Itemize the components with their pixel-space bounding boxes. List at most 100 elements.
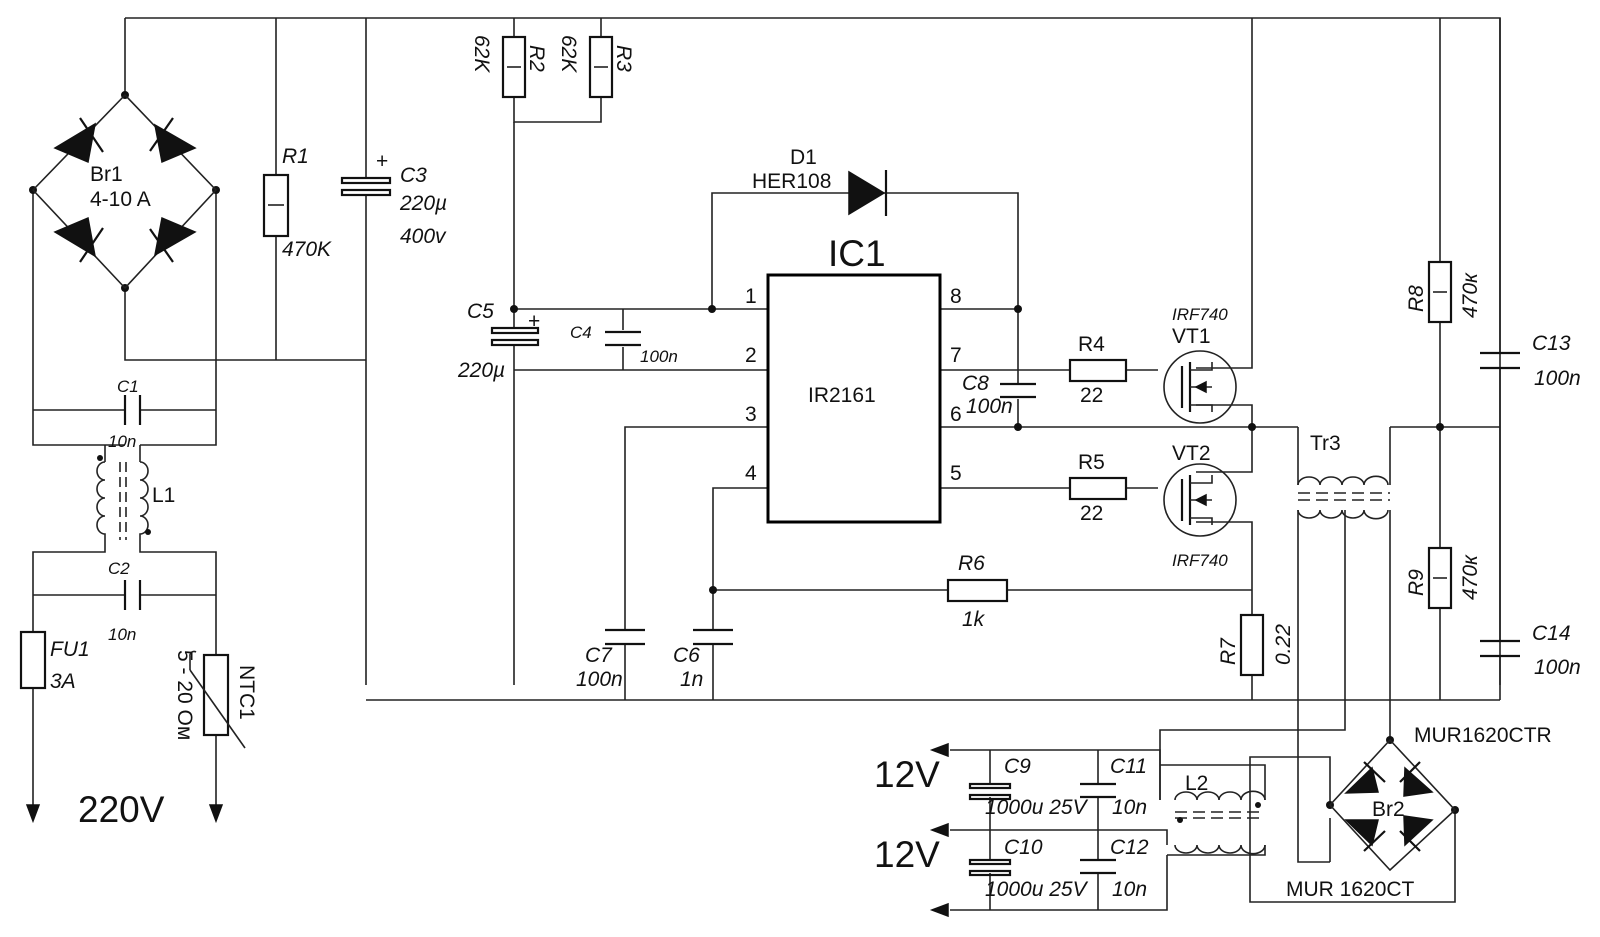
c7-value: 100n: [576, 668, 623, 691]
ic1-pin3: 3: [745, 403, 757, 426]
c4-ref: C4: [570, 323, 592, 342]
r3-ref: R3: [612, 45, 635, 72]
c5-polarity: +: [528, 310, 540, 333]
ic1-pin1: 1: [745, 285, 757, 308]
c13-value: 100n: [1534, 367, 1581, 390]
br1-ref: Br1: [90, 163, 123, 186]
c5-ref: C5: [467, 300, 494, 323]
c6-ref: C6: [673, 644, 700, 667]
c9-value: 1000u 25V: [985, 796, 1089, 819]
vt1-value: IRF740: [1172, 305, 1228, 324]
capacitor-c12: C12 10n: [1080, 836, 1149, 901]
r1-ref: R1: [282, 145, 309, 168]
bridge-br2: Br2 MUR1620CTR MUR 1620CT: [1286, 724, 1552, 901]
br2-top: MUR1620CTR: [1414, 724, 1552, 747]
c11-ref: C11: [1110, 755, 1147, 778]
r7-ref: R7: [1217, 637, 1240, 665]
c5-value: 220µ: [457, 359, 505, 382]
mosfet-vt2: VT2 IRF740: [1163, 442, 1237, 570]
c3-value: 220µ: [399, 192, 447, 215]
ic1-pin4: 4: [745, 462, 757, 485]
wires: [32, 17, 1501, 911]
resistor-r1: R1 470K: [262, 145, 332, 261]
r6-ref: R6: [958, 552, 985, 575]
capacitor-c8: C8 100n: [962, 372, 1036, 418]
r5-value: 22: [1080, 502, 1103, 525]
c3-polarity: +: [376, 150, 388, 173]
r8-ref: R8: [1405, 285, 1428, 312]
resistor-r9: R9 470к: [1405, 546, 1482, 610]
c14-value: 100n: [1534, 656, 1581, 679]
vt2-ref: VT2: [1172, 442, 1211, 465]
r9-ref: R9: [1405, 569, 1428, 596]
c12-value: 10n: [1112, 878, 1147, 901]
c2-value: 10n: [108, 625, 136, 644]
output-terminals: 12V 12V: [874, 742, 949, 918]
c3-voltage: 400v: [400, 225, 447, 248]
capacitor-c6: C6 1n: [673, 628, 733, 691]
ic1-pin8: 8: [950, 285, 962, 308]
c10-value: 1000u 25V: [985, 878, 1089, 901]
capacitor-c3: + C3 220µ 400v: [340, 150, 447, 248]
c2-ref: C2: [108, 559, 130, 578]
capacitor-c4: C4 100n: [570, 323, 678, 366]
br2-bottom: MUR 1620CT: [1286, 878, 1415, 901]
r1-value: 470K: [282, 238, 332, 261]
transformer-tr3: Tr3: [1297, 432, 1390, 520]
c11-value: 10n: [1112, 796, 1147, 819]
capacitor-c9: C9 1000u 25V: [968, 755, 1089, 819]
fuse-fu1: FU1 3A: [19, 630, 90, 693]
capacitor-c14: C14 100n: [1480, 622, 1581, 679]
c8-ref: C8: [962, 372, 989, 395]
capacitor-c2: C2 10n: [108, 559, 142, 644]
r4-ref: R4: [1078, 333, 1105, 356]
capacitor-c1: C1 10n: [108, 377, 142, 451]
c1-ref: C1: [117, 377, 139, 396]
out2-label: 12V: [874, 834, 940, 875]
resistor-r4: R4 22: [1068, 333, 1128, 407]
diode-d1: D1 HER108: [752, 146, 888, 216]
c1-value: 10n: [108, 432, 136, 451]
d1-ref: D1: [790, 146, 817, 169]
capacitor-c5: + C5 220µ: [457, 300, 540, 382]
vt2-value: IRF740: [1172, 551, 1228, 570]
ic1-pin7: 7: [950, 344, 962, 367]
capacitor-c13: C13 100n: [1480, 332, 1581, 390]
ic1-value: IR2161: [808, 384, 876, 407]
inductor-l1: L1: [96, 445, 175, 540]
r6-value: 1k: [962, 608, 986, 631]
mains-label: 220V: [78, 789, 165, 830]
fu1-value: 3A: [50, 670, 76, 693]
tr3-ref: Tr3: [1310, 432, 1341, 455]
ntc1-value: 5 - 20 Ом: [173, 650, 196, 740]
vt1-ref: VT1: [1172, 325, 1211, 348]
c12-ref: C12: [1110, 836, 1149, 859]
r4-value: 22: [1080, 384, 1103, 407]
c14-ref: C14: [1532, 622, 1571, 645]
resistor-r7: R7 0.22: [1217, 613, 1295, 677]
capacitor-c10: C10 1000u 25V: [968, 836, 1089, 901]
c10-ref: C10: [1004, 836, 1043, 859]
c13-ref: C13: [1532, 332, 1571, 355]
r7-value: 0.22: [1272, 624, 1295, 665]
fu1-ref: FU1: [50, 638, 90, 661]
l1-ref: L1: [152, 484, 175, 507]
c3-ref: C3: [400, 164, 427, 187]
d1-value: HER108: [752, 170, 831, 193]
r3-value: 62K: [557, 35, 580, 73]
bridge-br1: Br1 4-10 A: [31, 93, 218, 290]
r2-ref: R2: [525, 45, 548, 72]
c9-ref: C9: [1004, 755, 1031, 778]
resistor-r6: R6 1k: [946, 552, 1009, 631]
ic1: IC1 IR2161 1 2 3 4 5 6 7 8: [745, 233, 962, 524]
c4-value: 100n: [640, 347, 678, 366]
br2-ref: Br2: [1372, 798, 1405, 821]
resistor-r3: 62K R3: [557, 35, 635, 99]
ic1-ref: IC1: [828, 233, 886, 274]
inductor-l2: L2: [1174, 772, 1266, 855]
br1-value: 4-10 A: [90, 188, 151, 211]
r2-value: 62K: [470, 35, 493, 73]
mains-terminals: 220V: [25, 789, 224, 830]
c8-value: 100n: [966, 395, 1013, 418]
